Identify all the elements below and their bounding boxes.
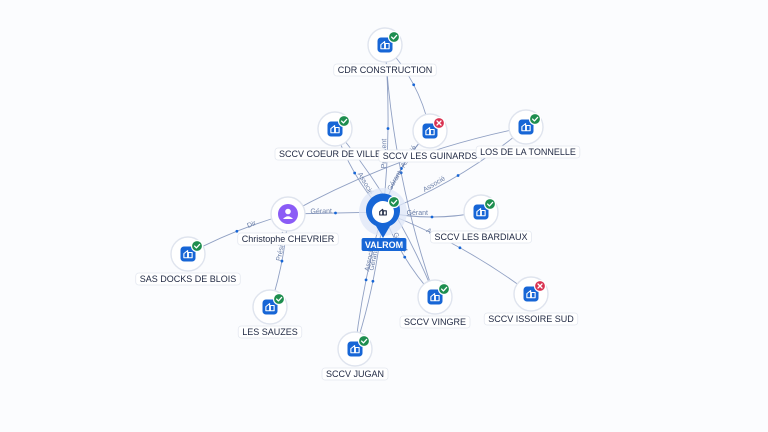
center-node[interactable]: VALROM [359,188,407,251]
node-label: SAS DOCKS DE BLOIS [140,274,237,284]
edge-arrow [456,174,460,177]
node-label: SCCV COEUR DE VILLE [279,149,381,159]
node-blois[interactable]: SAS DOCKS DE BLOIS [135,236,241,286]
check-icon [528,112,542,126]
node-label: CDR CONSTRUCTION [338,65,433,75]
cross-icon [432,116,446,130]
edge-arrow [412,83,416,87]
building-icon [347,341,363,357]
building-icon [523,286,539,302]
edge-label: Gérant [369,249,380,271]
node-vingre[interactable]: SCCV VINGRE [399,279,471,329]
edge-arrow [458,246,462,250]
building-icon [262,299,278,315]
node-label: SCCV LES GUINARDS [383,151,478,161]
check-icon [272,292,286,306]
node-issoire[interactable]: SCCV ISSOIRE SUD [483,276,579,326]
edge-label: Dir [246,220,258,230]
node-cdr[interactable]: CDR CONSTRUCTION [333,27,437,77]
node-label: SCCV LES BARDIAUX [434,232,527,242]
edge-label: Gérant [387,170,404,192]
edge-arrow [353,171,357,175]
check-icon [337,114,351,128]
edge-label: Gérant [407,210,428,217]
building-icon [422,123,438,139]
edge-arrow [399,171,403,175]
check-icon [387,195,401,209]
edge-arrow [430,215,434,219]
node-guinards[interactable]: SCCV LES GUINARDS [378,113,482,163]
center-label: VALROM [365,240,403,250]
node-label: LES SAUZES [242,327,298,337]
check-icon [190,239,204,253]
edge-arrow [334,211,337,215]
edge-arrow [364,278,368,282]
node-label-bg [321,367,389,381]
building-icon [427,289,443,305]
edge-line [382,211,532,295]
building-icon [473,204,489,220]
edge-arrow [280,259,284,263]
node-label: LOS DE LA TONNELLE [480,147,576,157]
center-label-badge [361,238,407,251]
edge-arrow [403,255,407,259]
node-label: SCCV JUGAN [326,369,384,379]
building-icon [377,37,393,53]
node-label-bg [399,315,471,329]
node-sauzes[interactable]: LES SAUZES [237,289,303,339]
node-label-bg [483,312,579,326]
cross-icon [533,279,547,293]
node-label: SCCV VINGRE [404,317,466,327]
edge-line [384,44,436,298]
node-bardiaux[interactable]: SCCV LES BARDIAUX [430,194,532,244]
edge-arrow [235,229,239,233]
edge-label: Associé [364,246,376,272]
edge-arrow [371,279,375,283]
node-label-bg [333,63,437,77]
node-jugan[interactable]: SCCV JUGAN [321,331,389,381]
node-label-bg [430,230,532,244]
edge-line [382,126,527,213]
node-coeur[interactable]: SCCV COEUR DE VILLE [274,111,386,161]
node-label: Christophe CHEVRIER [242,234,335,244]
person-icon [278,204,298,224]
node-label: SCCV ISSOIRE SUD [488,314,574,324]
check-icon [357,334,371,348]
check-icon [437,282,451,296]
building-icon [327,121,343,137]
check-icon [483,197,497,211]
node-chevrier[interactable]: Christophe CHEVRIER [237,196,339,246]
node-label-bg [237,325,303,339]
edge-arrow [386,127,390,130]
node-label-bg [237,232,339,246]
node-tonnelle[interactable]: LOS DE LA TONNELLE [475,109,581,159]
check-icon [387,30,401,44]
node-label-bg [475,145,581,159]
building-icon [377,206,389,218]
node-label-bg [135,272,241,286]
building-icon [518,119,534,135]
edge-label: Gérant [310,208,332,215]
building-icon [180,246,196,262]
